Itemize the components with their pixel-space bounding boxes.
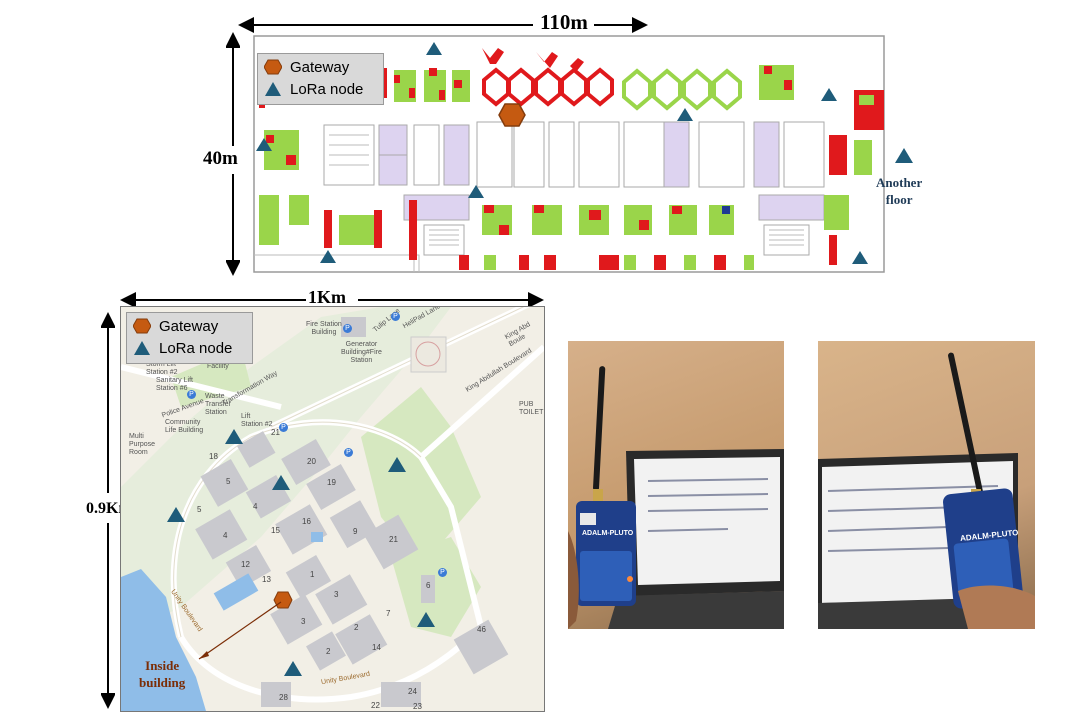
building-number: 9 — [353, 527, 358, 536]
building-number: 23 — [413, 702, 422, 711]
building-number: 15 — [271, 526, 280, 535]
lora-nodes-map — [167, 429, 435, 676]
legend-gateway-label: Gateway — [290, 58, 350, 76]
lora-nodes-floorplan — [256, 42, 868, 264]
lora-node-marker — [677, 108, 693, 121]
lora-node-marker — [320, 250, 336, 263]
legend-gateway-row: Gateway — [258, 56, 383, 78]
legend-gateway-label: Gateway — [159, 317, 219, 335]
parking-icon: P — [187, 390, 196, 399]
building-number: 28 — [279, 693, 288, 702]
legend-lora-row: LoRa node — [127, 337, 252, 359]
lora-node-icon — [265, 82, 281, 96]
building-number: 13 — [262, 575, 271, 584]
building-number: 5 — [197, 505, 202, 514]
lora-node-marker — [272, 475, 290, 490]
building-number: 3 — [301, 617, 306, 626]
floorplan-width-label: 110m — [540, 10, 588, 34]
device-label-left: ADALM-PLUTO — [582, 530, 634, 537]
lora-node-marker — [821, 88, 837, 101]
building-number: 2 — [326, 647, 331, 656]
lora-node-marker — [417, 612, 435, 627]
legend-lora-row: LoRa node — [258, 78, 383, 100]
floorplan-width-dimension — [236, 14, 650, 38]
building-number: 20 — [307, 457, 316, 466]
building-number: 21 — [389, 535, 398, 544]
legend-lora-label: LoRa node — [290, 80, 364, 98]
parking-icon: P — [279, 423, 288, 432]
photo-sdr-right: ADALM-PLUTO — [818, 341, 1035, 629]
gateway-icon — [264, 59, 282, 75]
campus-map-drawing — [121, 307, 544, 711]
label-toilet: PUB TOILET — [519, 401, 544, 416]
building-number: 12 — [241, 560, 250, 569]
building-number: 18 — [209, 452, 218, 461]
lora-node-marker — [225, 429, 243, 444]
another-floor-note: Another floor — [876, 175, 923, 207]
lora-node-another-floor — [895, 148, 913, 163]
floorplan-legend: Gateway LoRa node — [257, 53, 384, 105]
label-generator: Generator Building#Fire Station — [341, 341, 382, 364]
map-legend: Gateway LoRa node — [126, 312, 253, 364]
inside-building-note: Inside building — [139, 658, 186, 690]
building-number: 2 — [354, 623, 359, 632]
photo-sdr-left: ADALM-PLUTO — [568, 341, 784, 629]
building-number: 1 — [310, 570, 315, 579]
lora-node-marker — [167, 507, 185, 522]
label-facility: Facility — [207, 363, 229, 370]
floorplan-height-dimension — [225, 28, 241, 280]
label-community: Community Life Building — [165, 419, 204, 434]
building-number: 46 — [477, 625, 486, 634]
map-height-dimension — [100, 308, 116, 713]
width-arrow — [238, 17, 648, 33]
photo-right-drawing — [818, 352, 1035, 629]
label-multi-purpose: Multi Purpose Room — [129, 433, 156, 456]
legend-lora-label: LoRa node — [159, 339, 233, 357]
label-lift-station: Lift Station #2 — [241, 413, 273, 428]
floor-plan — [244, 30, 894, 278]
label-fire-station: Fire Station Building — [306, 321, 342, 336]
building-number: 19 — [327, 478, 336, 487]
floorplan-height-label: 40m — [203, 148, 238, 169]
lora-node-marker — [284, 661, 302, 676]
building-number: 16 — [302, 517, 311, 526]
building-number: 6 — [426, 581, 431, 590]
label-storm-lift: Storm Lift Station #2 — [146, 361, 178, 376]
building-number: 14 — [372, 643, 381, 652]
lora-node-marker — [256, 138, 272, 151]
building-number: 7 — [386, 609, 391, 618]
lora-node-marker — [426, 42, 442, 55]
map-width-label: 1Km — [308, 287, 346, 307]
parking-icon: P — [391, 312, 400, 321]
building-number: 24 — [408, 687, 417, 696]
lora-node-icon — [134, 341, 150, 355]
lora-node-marker — [388, 457, 406, 472]
building-number: 4 — [253, 502, 258, 511]
campus-map: Fire Station Building Generator Building… — [120, 306, 545, 712]
label-sanitary: Sanitary Lift Station #6 — [156, 377, 193, 392]
gateway-icon — [133, 318, 151, 334]
lora-node-marker — [468, 185, 484, 198]
parking-icon: P — [343, 324, 352, 333]
parking-icon: P — [344, 448, 353, 457]
building-number: 22 — [371, 701, 380, 710]
legend-gateway-row: Gateway — [127, 315, 252, 337]
photo-left-drawing — [568, 366, 784, 629]
inside-building-arrow — [198, 601, 282, 660]
building-number: 3 — [334, 590, 339, 599]
building-number: 4 — [223, 531, 228, 540]
map-width-dimension — [118, 291, 546, 309]
building-number: 5 — [226, 477, 231, 486]
floor-plan-drawing — [253, 35, 885, 273]
label-waste: Waste Transfer Station — [205, 393, 231, 416]
building-number: 21 — [271, 428, 280, 437]
parking-icon: P — [438, 568, 447, 577]
lora-node-marker — [852, 251, 868, 264]
gateway-marker-floorplan — [498, 103, 526, 127]
